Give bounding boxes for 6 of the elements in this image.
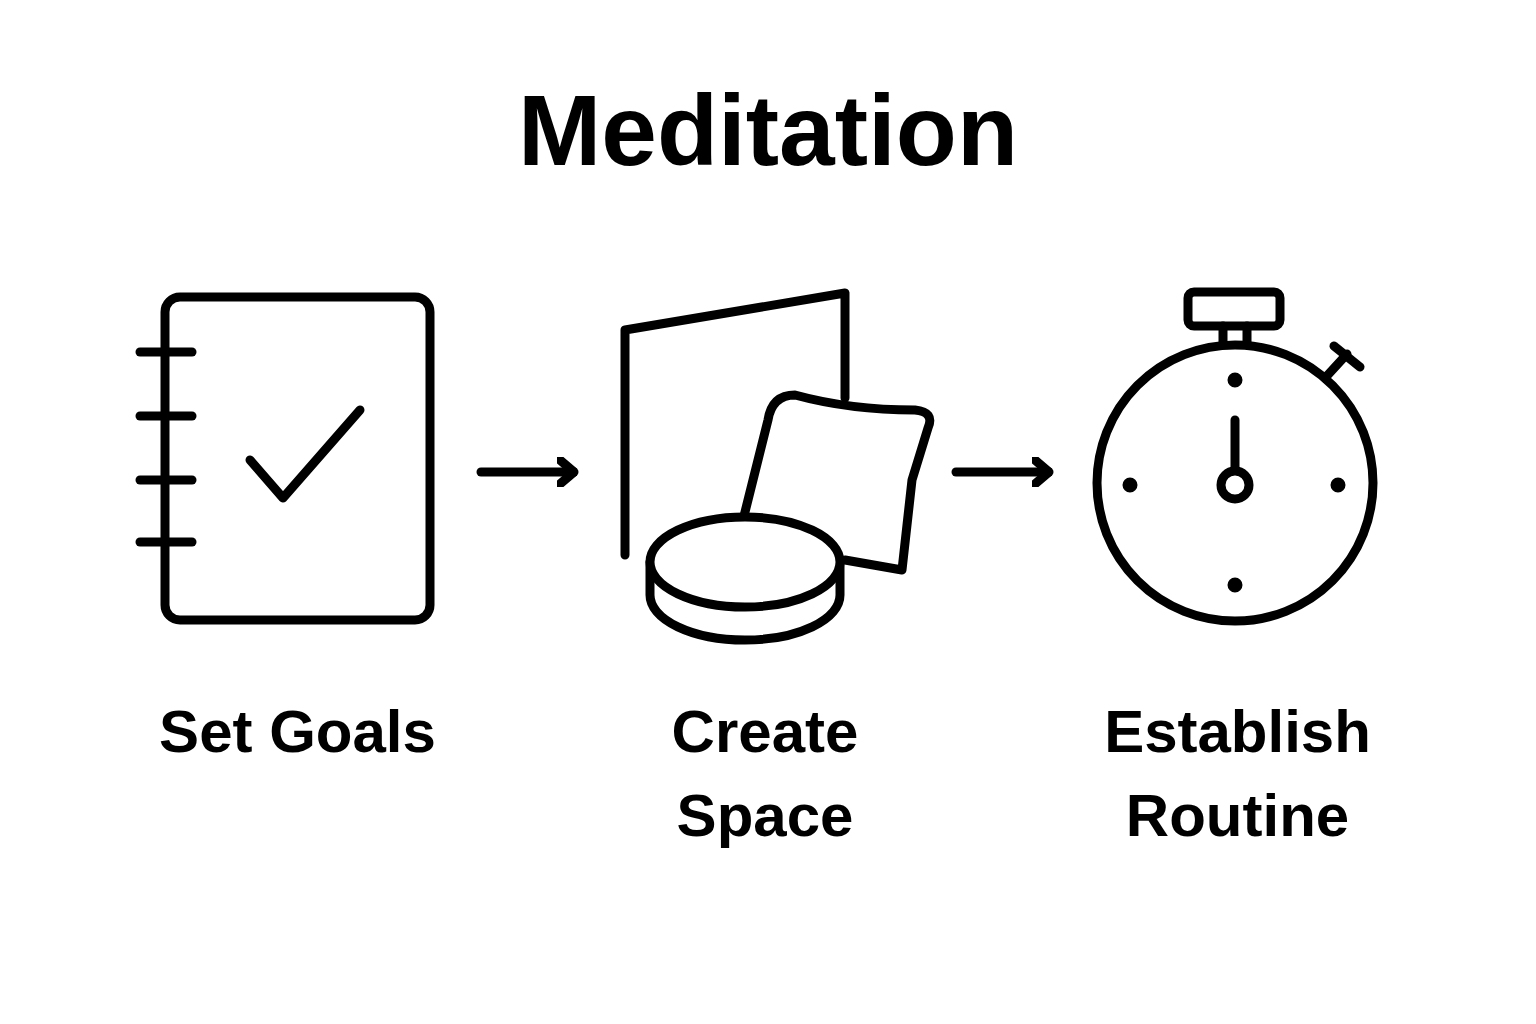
step-label: Create Space — [670, 697, 860, 851]
arrow — [951, 455, 1054, 489]
step-label: Set Goals — [159, 697, 436, 767]
title: Meditation — [518, 80, 1018, 180]
step-label: Establish Routine — [1103, 697, 1372, 851]
arrow — [476, 455, 579, 489]
